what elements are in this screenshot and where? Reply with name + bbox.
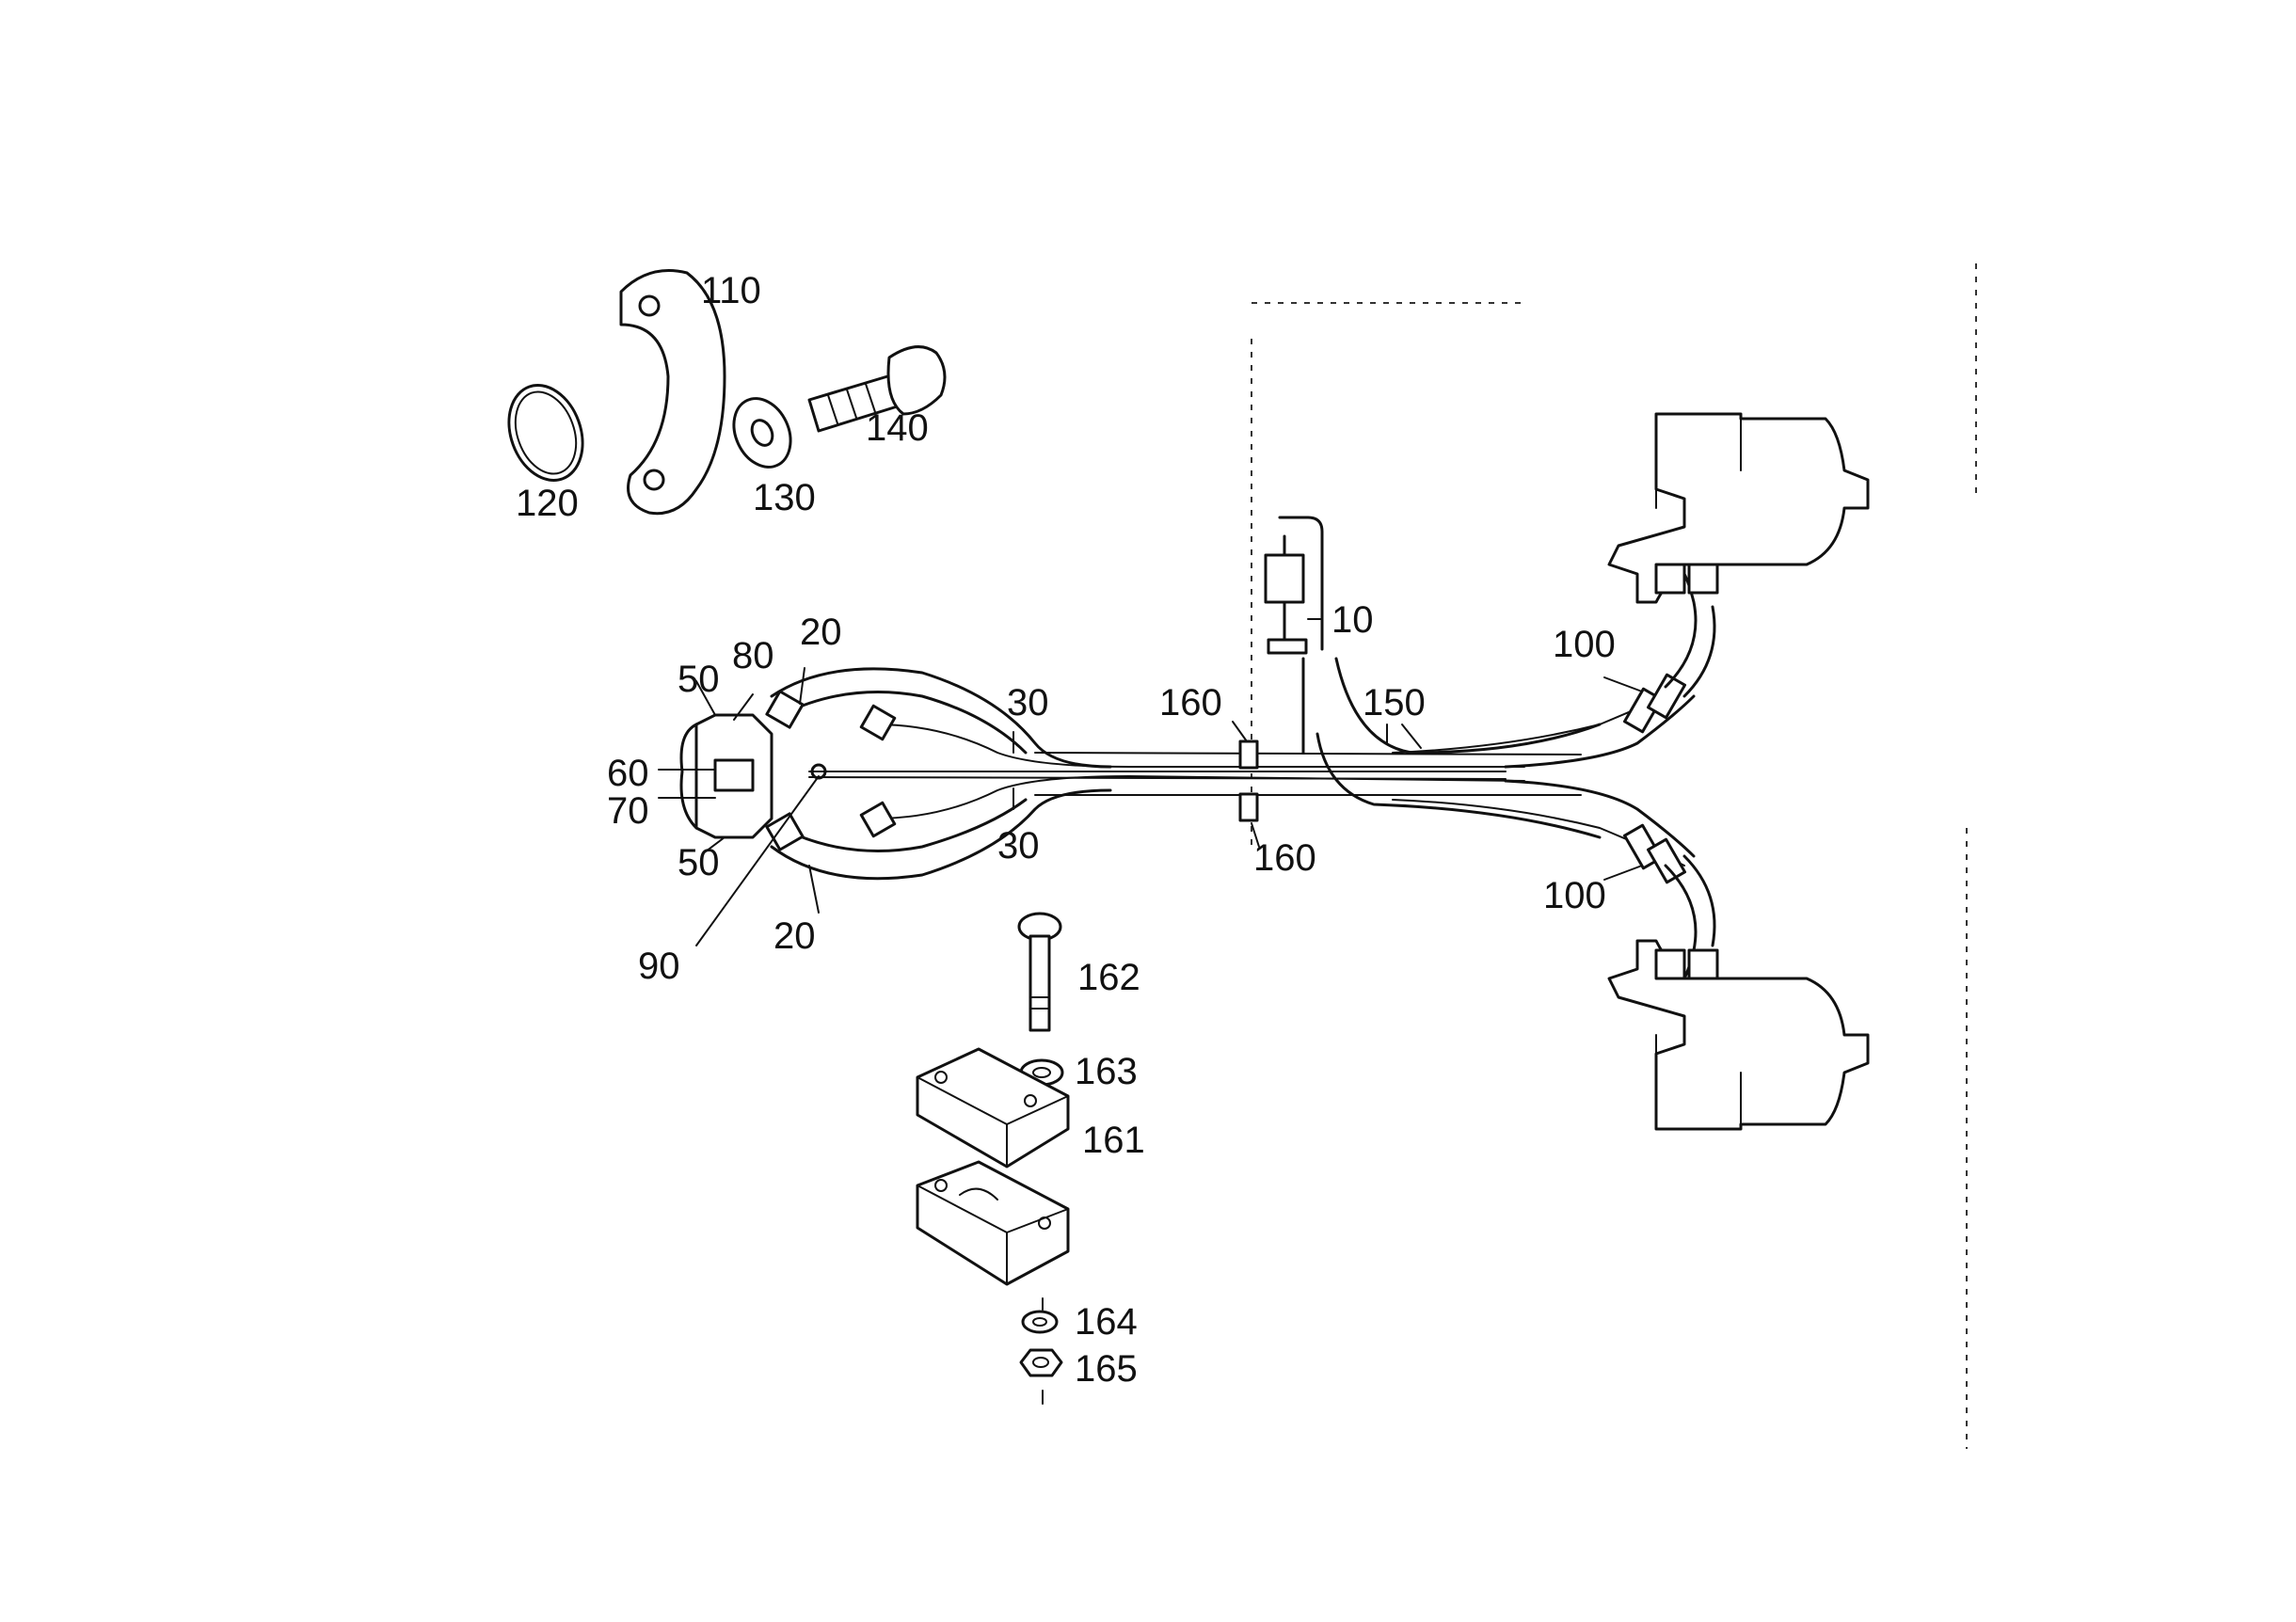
callout-60: 60 — [607, 753, 649, 794]
washer-130 — [732, 397, 792, 469]
callout-20-upper: 20 — [800, 612, 842, 653]
washer-164 — [1021, 1310, 1059, 1334]
callout-20-lower: 20 — [773, 915, 816, 957]
clamp-block-upper-161 — [916, 1047, 1070, 1169]
callout-140: 140 — [866, 407, 929, 449]
callout-130: 130 — [753, 477, 816, 518]
bolt-140 — [807, 345, 947, 433]
callout-162: 162 — [1077, 957, 1140, 998]
callout-30-upper: 30 — [1007, 682, 1049, 724]
clamp-bracket-110 — [619, 269, 726, 516]
callout-120: 120 — [516, 483, 579, 524]
callout-150: 150 — [1363, 682, 1426, 724]
callout-160-upper: 160 — [1159, 682, 1222, 724]
callout-160-lower: 160 — [1253, 837, 1316, 879]
callout-10: 10 — [1331, 599, 1374, 641]
callout-161: 161 — [1082, 1120, 1145, 1161]
callout-labels: 110 120 130 140 10 20 20 80 50 60 70 50 … — [516, 270, 1616, 1390]
callout-100-upper: 100 — [1553, 624, 1616, 665]
callout-100-lower: 100 — [1543, 875, 1606, 916]
lower-hub-housing — [1607, 939, 1870, 1131]
hose-harness-assembly — [667, 572, 1716, 980]
nut-165 — [1019, 1348, 1063, 1377]
callout-50-lower: 50 — [678, 842, 720, 883]
callout-80: 80 — [732, 635, 774, 676]
callout-110: 110 — [701, 270, 761, 311]
callout-163: 163 — [1075, 1051, 1138, 1092]
callout-164: 164 — [1075, 1301, 1138, 1343]
o-ring-120 — [507, 384, 584, 482]
callout-165: 165 — [1075, 1348, 1138, 1390]
reference-frame-lines — [1251, 263, 1977, 1449]
callout-90: 90 — [638, 946, 680, 987]
callout-30-lower: 30 — [997, 825, 1040, 867]
valve-unit-10 — [1264, 516, 1324, 755]
clamp-block-lower — [916, 1160, 1070, 1286]
hose-clips-160 — [1238, 739, 1259, 822]
callout-50-upper: 50 — [678, 659, 720, 700]
callout-70: 70 — [607, 790, 649, 832]
bolt-162 — [1017, 912, 1062, 1032]
callout-leader-lines — [658, 618, 1643, 1405]
upper-hub-housing — [1607, 412, 1870, 604]
